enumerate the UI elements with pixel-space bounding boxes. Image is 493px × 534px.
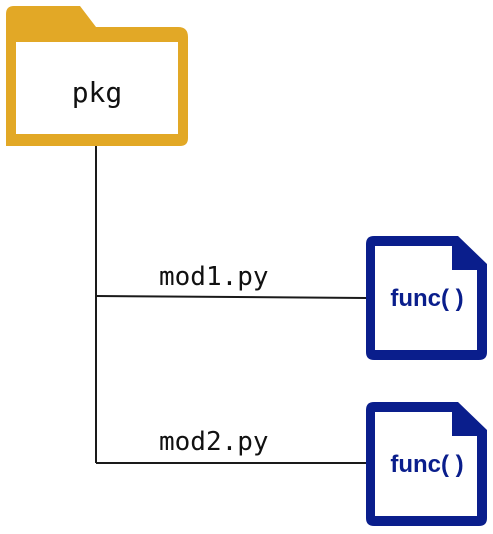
module-label-mod1: mod1.py [159,262,269,292]
module-content-mod1: func( ) [390,285,463,312]
module-node-mod2: mod2.py func( ) [159,402,487,526]
module-label-mod2: mod2.py [159,427,269,457]
file-icon [366,402,487,526]
module-content-mod2: func( ) [390,451,463,478]
folder-icon [6,6,188,146]
package-label: pkg [72,76,123,109]
file-icon [366,236,487,360]
package-node: pkg [6,6,188,146]
tree-connectors [95,146,367,464]
module-node-mod1: mod1.py func( ) [159,236,487,360]
branch-line-mod1 [95,295,367,299]
